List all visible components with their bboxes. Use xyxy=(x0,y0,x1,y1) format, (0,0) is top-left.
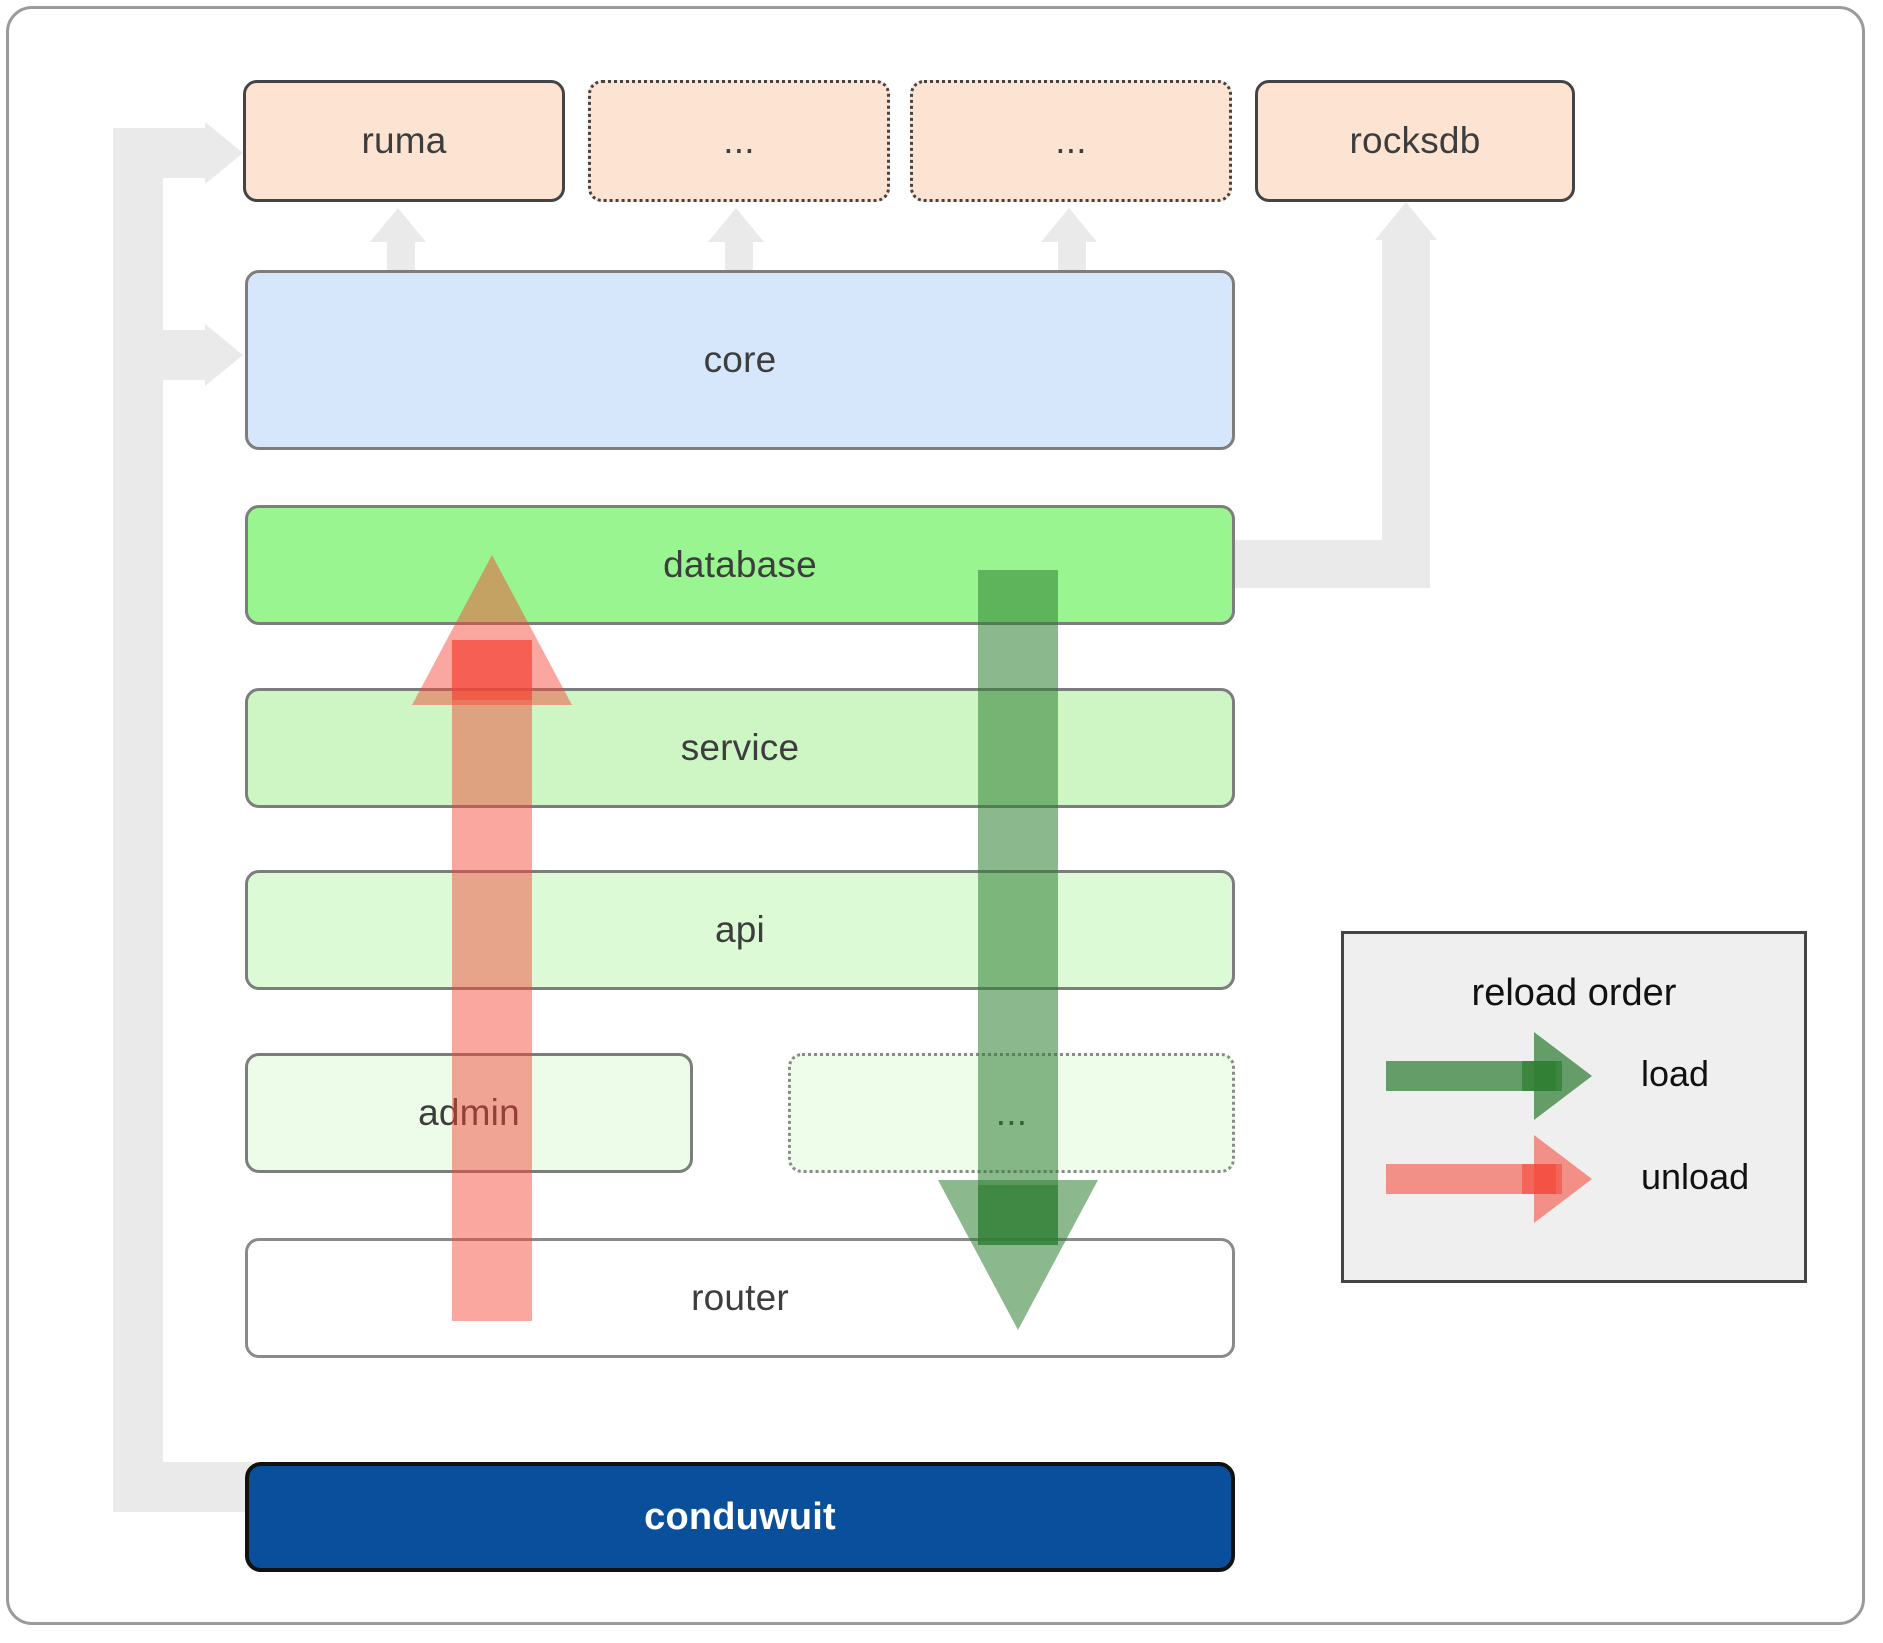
node-dependency-ellipsis-2[interactable]: ... xyxy=(910,80,1232,202)
node-api[interactable]: api xyxy=(245,870,1235,990)
node-rocksdb-label: rocksdb xyxy=(1349,120,1481,161)
connector-core-to-ellipsis2-head xyxy=(1041,208,1097,242)
node-rocksdb[interactable]: rocksdb xyxy=(1255,80,1575,202)
legend-panel: reload order load unload xyxy=(1341,931,1807,1283)
node-dependency-ellipsis-2-label: ... xyxy=(1055,120,1087,161)
diagram-frame xyxy=(6,6,1865,1625)
load-arrow-shaft xyxy=(978,570,1058,1245)
unload-arrow-head xyxy=(412,555,572,705)
connector-core-to-ellipsis1-head xyxy=(708,208,764,242)
legend-load-label: load xyxy=(1641,1053,1710,1094)
connector-branch-to-ruma xyxy=(113,128,213,178)
node-dependency-ellipsis-1-label: ... xyxy=(723,120,755,161)
node-conduwuit-label: conduwuit xyxy=(644,1495,836,1538)
connector-arrowhead-rocksdb xyxy=(1375,202,1437,240)
connector-core-to-ruma-head xyxy=(370,208,426,242)
unload-arrow-shaft xyxy=(452,640,532,1321)
node-core-label: core xyxy=(703,339,777,380)
legend-unload-arrow-overlap xyxy=(1522,1164,1562,1194)
node-router-label: router xyxy=(691,1277,789,1318)
node-dependency-ellipsis-1[interactable]: ... xyxy=(588,80,890,202)
node-ruma-label: ruma xyxy=(361,120,447,161)
legend-unload-label: unload xyxy=(1641,1156,1750,1197)
node-ruma[interactable]: ruma xyxy=(243,80,565,202)
node-service-label: service xyxy=(680,727,800,768)
connector-arrowhead-ruma xyxy=(205,122,243,184)
node-conduwuit[interactable]: conduwuit xyxy=(245,1462,1235,1572)
legend-load-arrow-overlap xyxy=(1522,1061,1562,1091)
connector-arrowhead-core xyxy=(205,324,243,386)
node-api-label: api xyxy=(715,909,765,950)
node-database-label: database xyxy=(663,544,817,585)
load-arrow-shaft-overlap xyxy=(978,1185,1058,1245)
unload-arrow-shaft-overlap xyxy=(452,640,532,700)
legend-title: reload order xyxy=(1471,972,1677,1014)
node-database[interactable]: database xyxy=(245,505,1235,625)
node-service[interactable]: service xyxy=(245,688,1235,808)
node-core[interactable]: core xyxy=(245,270,1235,450)
connector-right-vertical-to-rocksdb xyxy=(1382,240,1430,588)
connector-branch-to-core xyxy=(113,330,213,380)
